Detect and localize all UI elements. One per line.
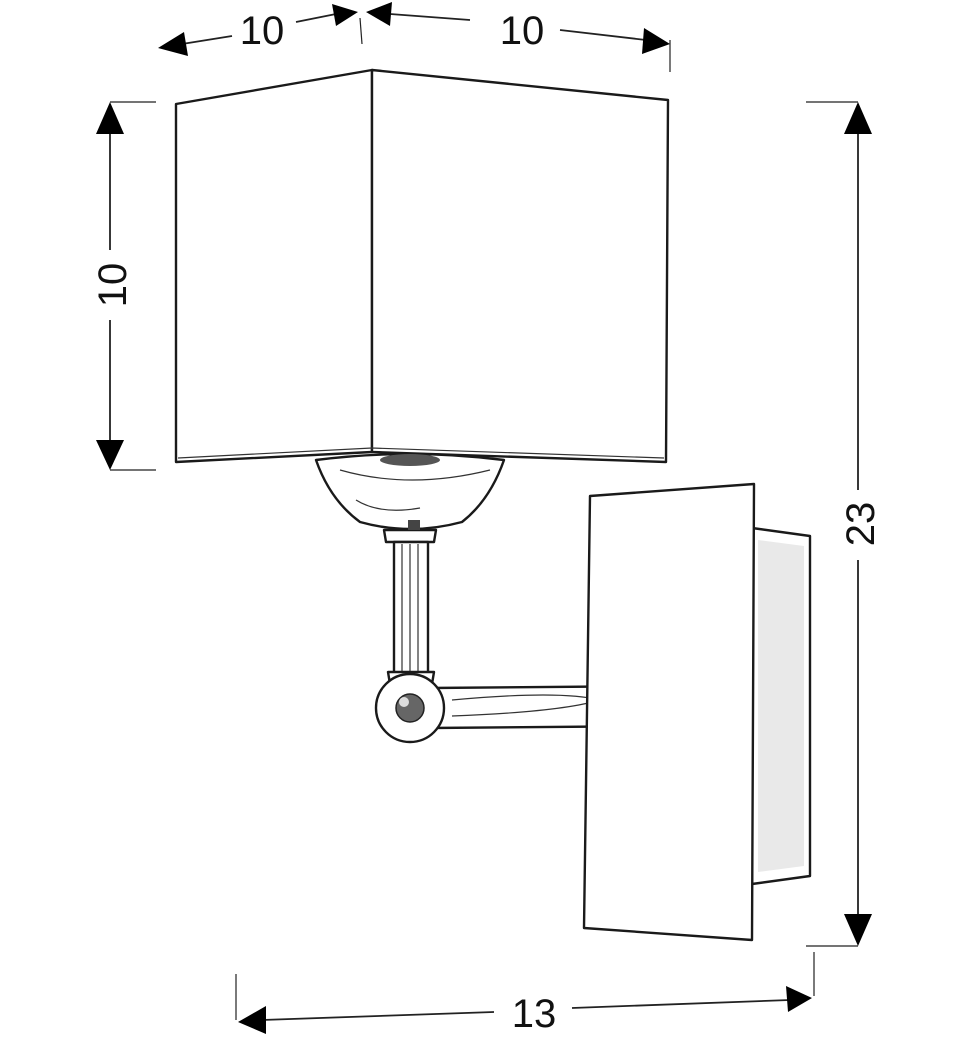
wall-plate-front xyxy=(582,482,756,942)
shade-right-face xyxy=(370,68,670,464)
wall-plate xyxy=(582,482,812,942)
total-projection-label: 13 xyxy=(512,992,557,1036)
shade-left-face xyxy=(174,68,374,464)
shade-width-label: 10 xyxy=(240,9,285,53)
dimension-total-height: 23 xyxy=(806,101,883,947)
lamp-stem xyxy=(382,520,438,686)
lamp-ball-joint xyxy=(374,672,446,744)
shade-bottom-rim xyxy=(177,447,665,459)
lamp-holder xyxy=(314,452,506,531)
lamp-shade xyxy=(174,68,670,464)
dimension-shade-height: 10 xyxy=(91,101,156,471)
total-height-label: 23 xyxy=(839,502,883,547)
dimension-shade-depth: 10 xyxy=(366,2,671,72)
dimension-shade-width: 10 xyxy=(158,4,363,56)
shade-height-label: 10 xyxy=(91,263,135,308)
shade-depth-label: 10 xyxy=(500,9,545,53)
dimension-total-projection: 13 xyxy=(235,952,815,1036)
